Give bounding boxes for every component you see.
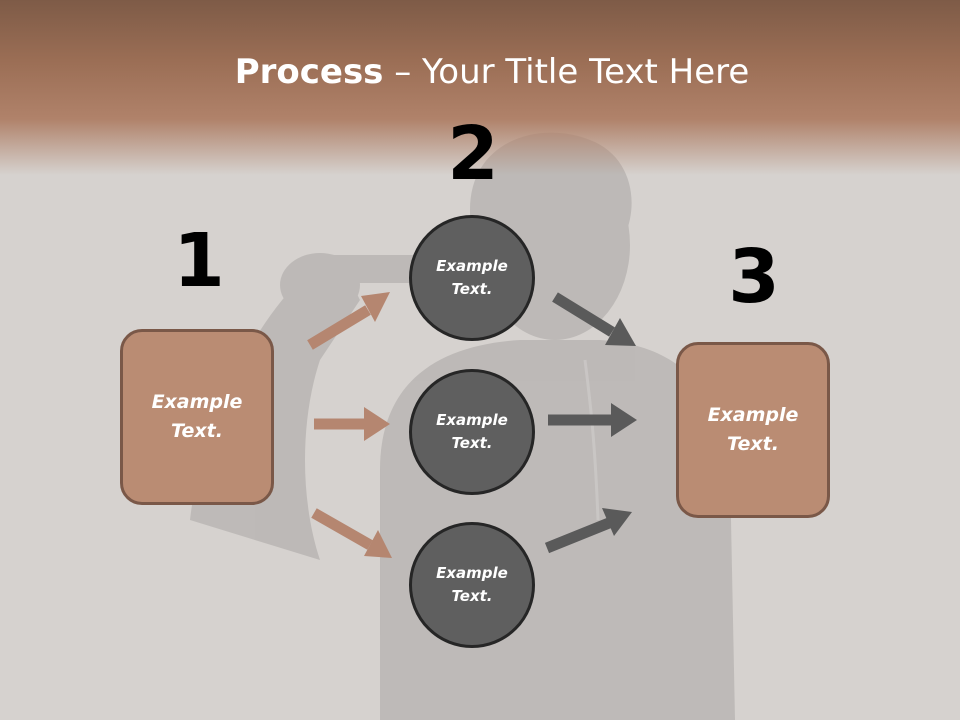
title-rest: – Your Title Text Here [383,52,750,92]
arrow-right-down-head [605,318,636,346]
step-3-box-text: Example Text. [707,404,799,455]
photo-pistol [310,255,420,283]
arrow-left-down-head [364,530,392,558]
arrow-right-down [552,292,615,337]
photo-hand [280,253,360,317]
arrows-left [307,292,392,558]
step-2-circle-top[interactable]: Example Text. [409,215,535,341]
step-1-box[interactable]: Example Text. [120,329,274,505]
arrows-right [544,292,637,554]
step-number-1: 1 [173,218,225,304]
step-2-circle-middle[interactable]: Example Text. [409,369,535,495]
arrow-left-down [311,508,373,550]
title-band [0,0,960,175]
step-number-2: 2 [447,111,499,197]
arrow-left-mid-head [364,407,390,441]
arrow-right-up [544,517,612,554]
arrow-right-mid-head [611,403,637,437]
arrow-left-up [307,305,371,350]
circle-bottom-text: Example Text. [436,564,508,605]
circle-middle-text: Example Text. [436,411,508,452]
slide-title: Process – Your Title Text Here [0,52,960,92]
arrow-left-up-head [361,292,390,322]
title-bold: Process [234,52,384,92]
step-number-3: 3 [728,234,780,320]
step-2-circle-bottom[interactable]: Example Text. [409,522,535,648]
step-3-box[interactable]: Example Text. [676,342,830,518]
arrow-right-up-head [602,508,632,536]
circle-top-text: Example Text. [436,257,508,298]
step-1-box-text: Example Text. [151,391,243,442]
